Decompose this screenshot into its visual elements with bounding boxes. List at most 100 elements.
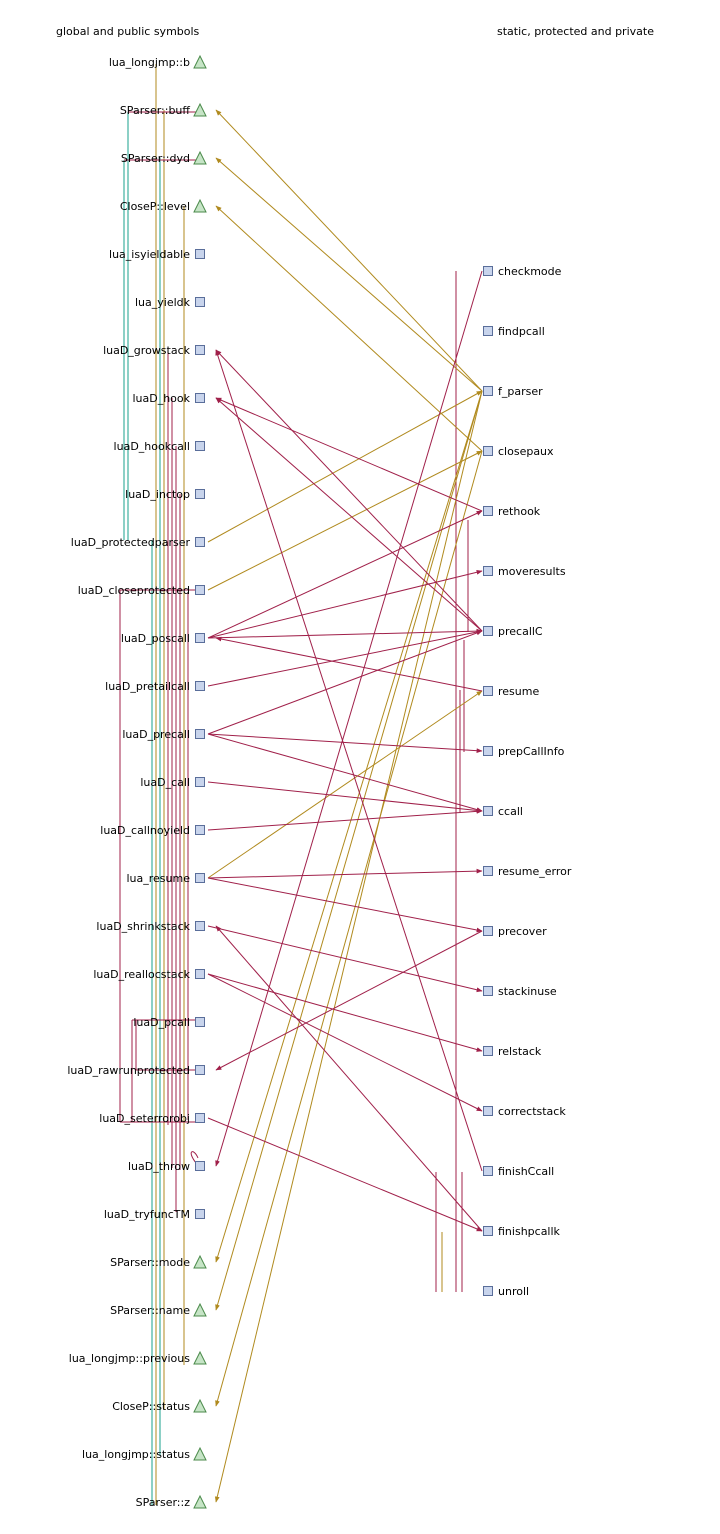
node-luad-throw[interactable]: luaD_throw [128,1160,205,1173]
node-luad-hook[interactable]: luaD_hook [132,392,205,405]
node-lua-longjmp-b[interactable]: lua_longjmp::b [109,54,207,69]
node-closep-status[interactable]: CloseP::status [112,1398,207,1413]
node-label: ccall [498,805,523,818]
node-luad-call[interactable]: luaD_call [140,776,205,789]
node-label: luaD_rawrunprotected [67,1064,190,1077]
node-closep-level[interactable]: CloseP::level [120,198,207,213]
node-label: prepCallInfo [498,745,565,758]
edge-l14-to-r8 [207,733,483,754]
node-luad-poscall[interactable]: luaD_poscall [121,632,205,645]
edge-l17-to-r10 [207,868,483,879]
variable-triangle-icon [193,102,207,117]
node-lua-resume[interactable]: lua_resume [126,872,205,885]
edge-l18-to-r12 [207,925,483,993]
node-label: moveresults [498,565,566,578]
edge-l11-to-r3 [207,450,483,591]
node-label: f_parser [498,385,543,398]
node-label: CloseP::level [120,200,190,213]
function-square-icon [195,1161,205,1171]
node-label: luaD_callnoyield [100,824,190,837]
edge-r6-to-l6 [215,349,483,632]
node-resume-error[interactable]: resume_error [483,865,572,878]
function-square-icon [195,297,205,307]
node-finishccall[interactable]: finishCcall [483,1165,555,1178]
edge-layer [190,109,483,1503]
edge-l12-to-r5 [207,569,483,639]
edge-r3-to-l3 [215,205,483,452]
edge-r2-to-l25 [215,390,483,1263]
node-label: luaD_seterrorobj [99,1112,190,1125]
node-relstack[interactable]: relstack [483,1045,542,1058]
variable-triangle-icon [193,1254,207,1269]
node-label: luaD_pretailcall [105,680,190,693]
variable-triangle-icon [193,198,207,213]
node-sparser-mode[interactable]: SParser::mode [110,1254,207,1269]
node-stackinuse[interactable]: stackinuse [483,985,557,998]
function-square-icon [483,926,493,936]
node-luad-shrinkstack[interactable]: luaD_shrinkstack [96,920,205,933]
node-luad-tryfunctm[interactable]: luaD_tryfuncTM [104,1208,205,1221]
function-square-icon [195,681,205,691]
node-luad-closeprotected[interactable]: luaD_closeprotected [78,584,205,597]
node-checkmode[interactable]: checkmode [483,265,562,278]
node-lua-isyieldable[interactable]: lua_isyieldable [109,248,205,261]
node-luad-precall[interactable]: luaD_precall [122,728,205,741]
edge-r3-to-l28 [215,450,483,1407]
node-label: luaD_throw [128,1160,190,1173]
function-square-icon [195,873,205,883]
node-luad-callnoyield[interactable]: luaD_callnoyield [100,824,205,837]
node-label: stackinuse [498,985,557,998]
node-ccall[interactable]: ccall [483,805,523,818]
variable-triangle-icon [193,1350,207,1365]
node-luad-seterrorobj[interactable]: luaD_seterrorobj [99,1112,205,1125]
node-luad-growstack[interactable]: luaD_growstack [103,344,205,357]
edge-l17-to-r11 [207,877,483,933]
node-luad-inctop[interactable]: luaD_inctop [125,488,205,501]
node-label: luaD_growstack [103,344,191,357]
function-square-icon [483,866,493,876]
node-sparser-buff[interactable]: SParser::buff [120,102,207,117]
node-label: lua_isyieldable [109,248,190,261]
function-square-icon [483,686,493,696]
node-luad-pcall[interactable]: luaD_pcall [133,1016,205,1029]
node-lua-yieldk[interactable]: lua_yieldk [135,296,205,309]
node-sparser-dyd[interactable]: SParser::dyd [121,150,207,165]
node-label: luaD_pcall [133,1016,190,1029]
node-prepcallinfo[interactable]: prepCallInfo [483,745,565,758]
function-square-icon [483,626,493,636]
node-finishpcallk[interactable]: finishpcallk [483,1225,561,1238]
function-square-icon [483,1166,493,1176]
node-lua-longjmp-previous[interactable]: lua_longjmp::previous [69,1350,207,1365]
header-global-public: global and public symbols [56,25,200,38]
node-lua-longjmp-status[interactable]: lua_longjmp::status [82,1446,207,1461]
node-precallc[interactable]: precallC [483,625,543,638]
node-f-parser[interactable]: f_parser [483,385,544,398]
node-label: lua_longjmp::status [82,1448,190,1461]
variable-triangle-icon [193,1398,207,1413]
function-square-icon [195,585,205,595]
node-rethook[interactable]: rethook [483,505,541,518]
node-luad-hookcall[interactable]: luaD_hookcall [114,440,205,453]
function-square-icon [483,1106,493,1116]
node-sparser-name[interactable]: SParser::name [110,1302,207,1317]
node-sparser-z[interactable]: SParser::z [136,1494,207,1509]
function-square-icon [195,633,205,643]
edge-r2-to-l26 [215,390,483,1311]
header-static-private: static, protected and private [497,25,654,38]
node-unroll[interactable]: unroll [483,1285,530,1298]
node-luad-rawrunprotected[interactable]: luaD_rawrunprotected [67,1064,205,1077]
node-resume[interactable]: resume [483,685,540,698]
node-closepaux[interactable]: closepaux [483,445,555,458]
node-luad-protectedparser[interactable]: luaD_protectedparser [71,536,205,549]
node-precover[interactable]: precover [483,925,548,938]
function-square-icon [195,441,205,451]
node-findpcall[interactable]: findpcall [483,325,545,338]
function-square-icon [483,566,493,576]
node-luad-reallocstack[interactable]: luaD_reallocstack [93,968,205,981]
node-moveresults[interactable]: moveresults [483,565,566,578]
edge-l12-to-r6 [207,628,483,639]
node-correctstack[interactable]: correctstack [483,1105,567,1118]
node-luad-pretailcall[interactable]: luaD_pretailcall [105,680,205,693]
node-label: luaD_tryfuncTM [104,1208,190,1221]
edge-r7-to-l12 [215,636,483,692]
